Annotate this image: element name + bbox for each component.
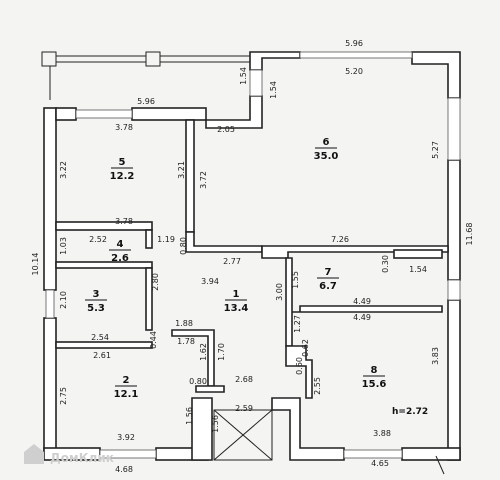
terrace	[41, 51, 250, 100]
window-room-3	[45, 289, 55, 319]
room-number: 3	[93, 289, 100, 300]
dimension-labels: 5.96 5.20 1.54 1.54 5.96 3.78 2.05 3.22 3.21 3.72…	[31, 39, 474, 474]
room-number: 1	[233, 289, 240, 300]
dimension-label: 3.72	[199, 171, 208, 189]
window-room-5	[75, 109, 133, 119]
dimension-label: 3.92	[117, 433, 135, 442]
room-8: 815.6	[362, 365, 387, 390]
dimension-label: 3.94	[201, 277, 219, 286]
dimension-label: 1.27	[293, 315, 302, 333]
dimension-label: 2.10	[59, 291, 68, 309]
room-number: 7	[325, 267, 332, 278]
dimension-label: 5.20	[345, 67, 363, 76]
room-1: 113.4	[224, 289, 249, 314]
dimension-label: 4.49	[353, 313, 371, 322]
dimension-label: 11.68	[465, 223, 474, 246]
dimension-label: 1.03	[59, 237, 68, 255]
dimension-label: 1.55	[291, 271, 300, 289]
entrance-porch	[213, 409, 273, 461]
dimension-label: 2.61	[93, 351, 111, 360]
ceiling-height-label: h=2.72	[392, 407, 428, 417]
room-5: 512.2	[110, 157, 135, 182]
dimension-label: 3.22	[59, 161, 68, 179]
dimension-label: 2.68	[235, 375, 253, 384]
dimension-label: 3.78	[115, 123, 133, 132]
dimension-label: 10.14	[31, 253, 40, 276]
room-4: 42.6	[109, 239, 131, 264]
window-room-7	[447, 279, 461, 301]
dimension-label: 3.21	[177, 161, 186, 179]
dimension-label: 4.65	[371, 459, 389, 468]
room-number: 4	[117, 239, 124, 250]
room-number: 2	[123, 375, 130, 386]
dimension-label: 2.80	[151, 273, 160, 291]
dimension-label: 1.56	[211, 415, 220, 433]
dimension-label: 5.96	[345, 39, 363, 48]
window-room-6-corner	[249, 69, 263, 97]
window-room-6-right	[447, 97, 461, 161]
dimension-label: 0.60	[295, 357, 304, 375]
room-number: 5	[119, 157, 126, 168]
dimension-label: 2.55	[313, 377, 322, 395]
room-area: 12.2	[110, 171, 135, 182]
interior-walls	[55, 119, 449, 399]
room-6: 635.0	[314, 137, 339, 162]
terrace-post-left	[41, 51, 57, 67]
room-area: 2.6	[111, 253, 129, 264]
room-area: 6.7	[319, 281, 337, 292]
room-area: 5.3	[87, 303, 105, 314]
windows	[45, 51, 461, 459]
dimension-label: 2.75	[59, 387, 68, 405]
room-number: 8	[371, 365, 378, 376]
dimension-label: 0.80	[179, 237, 188, 255]
dimension-label: 0.30	[381, 255, 390, 273]
room-7: 76.7	[317, 267, 339, 292]
dimension-label: 7.26	[331, 235, 349, 244]
dimension-label: 1.62	[199, 343, 208, 361]
room-area: 35.0	[314, 151, 339, 162]
dimension-label: 1.70	[217, 343, 226, 361]
dimension-label: 3.78	[115, 217, 133, 226]
room-area: 15.6	[362, 379, 387, 390]
room-area: 13.4	[224, 303, 249, 314]
room-area: 12.1	[114, 389, 139, 400]
watermark-text: ДомКлик	[50, 451, 114, 465]
dimension-label: 5.27	[431, 141, 440, 159]
dimension-label: 1.78	[177, 337, 195, 346]
dimension-label: 4.49	[353, 297, 371, 306]
dimension-label: 3.00	[275, 283, 284, 301]
room-2: 212.1	[114, 375, 139, 400]
dimension-label: 3.88	[373, 429, 391, 438]
window-room-2	[99, 449, 157, 459]
terrace-post-middle	[145, 51, 161, 67]
dimension-label: 0.80	[189, 377, 207, 386]
dimension-label: 1.56	[185, 407, 194, 425]
dimension-label: 2.52	[89, 235, 107, 244]
dimension-label: 1.54	[269, 81, 278, 99]
dimension-label: 1.88	[175, 319, 193, 328]
window-room-8	[343, 449, 403, 459]
dimension-label: 0.62	[301, 339, 310, 357]
radiator-or-shelf	[393, 249, 443, 259]
watermark: ДомКлик	[24, 444, 114, 465]
dimension-label: 2.59	[235, 404, 253, 413]
dimension-label: 3.83	[431, 347, 440, 365]
room-number: 6	[323, 137, 330, 148]
dimension-label: 1.54	[409, 265, 427, 274]
dimension-label: 1.54	[239, 67, 248, 85]
dimension-label: 4.68	[115, 465, 133, 474]
home-icon	[24, 444, 44, 464]
dimension-label: 2.05	[217, 125, 235, 134]
dimension-label: 1.19	[157, 235, 175, 244]
dimension-label: 0.44	[149, 331, 158, 349]
dimension-label: 2.77	[223, 257, 241, 266]
dimension-label: 2.54	[91, 333, 109, 342]
dimension-label: 5.96	[137, 97, 155, 106]
north-arrow	[435, 455, 445, 475]
room-3: 35.3	[85, 289, 107, 314]
window-room-6-top	[299, 51, 413, 59]
